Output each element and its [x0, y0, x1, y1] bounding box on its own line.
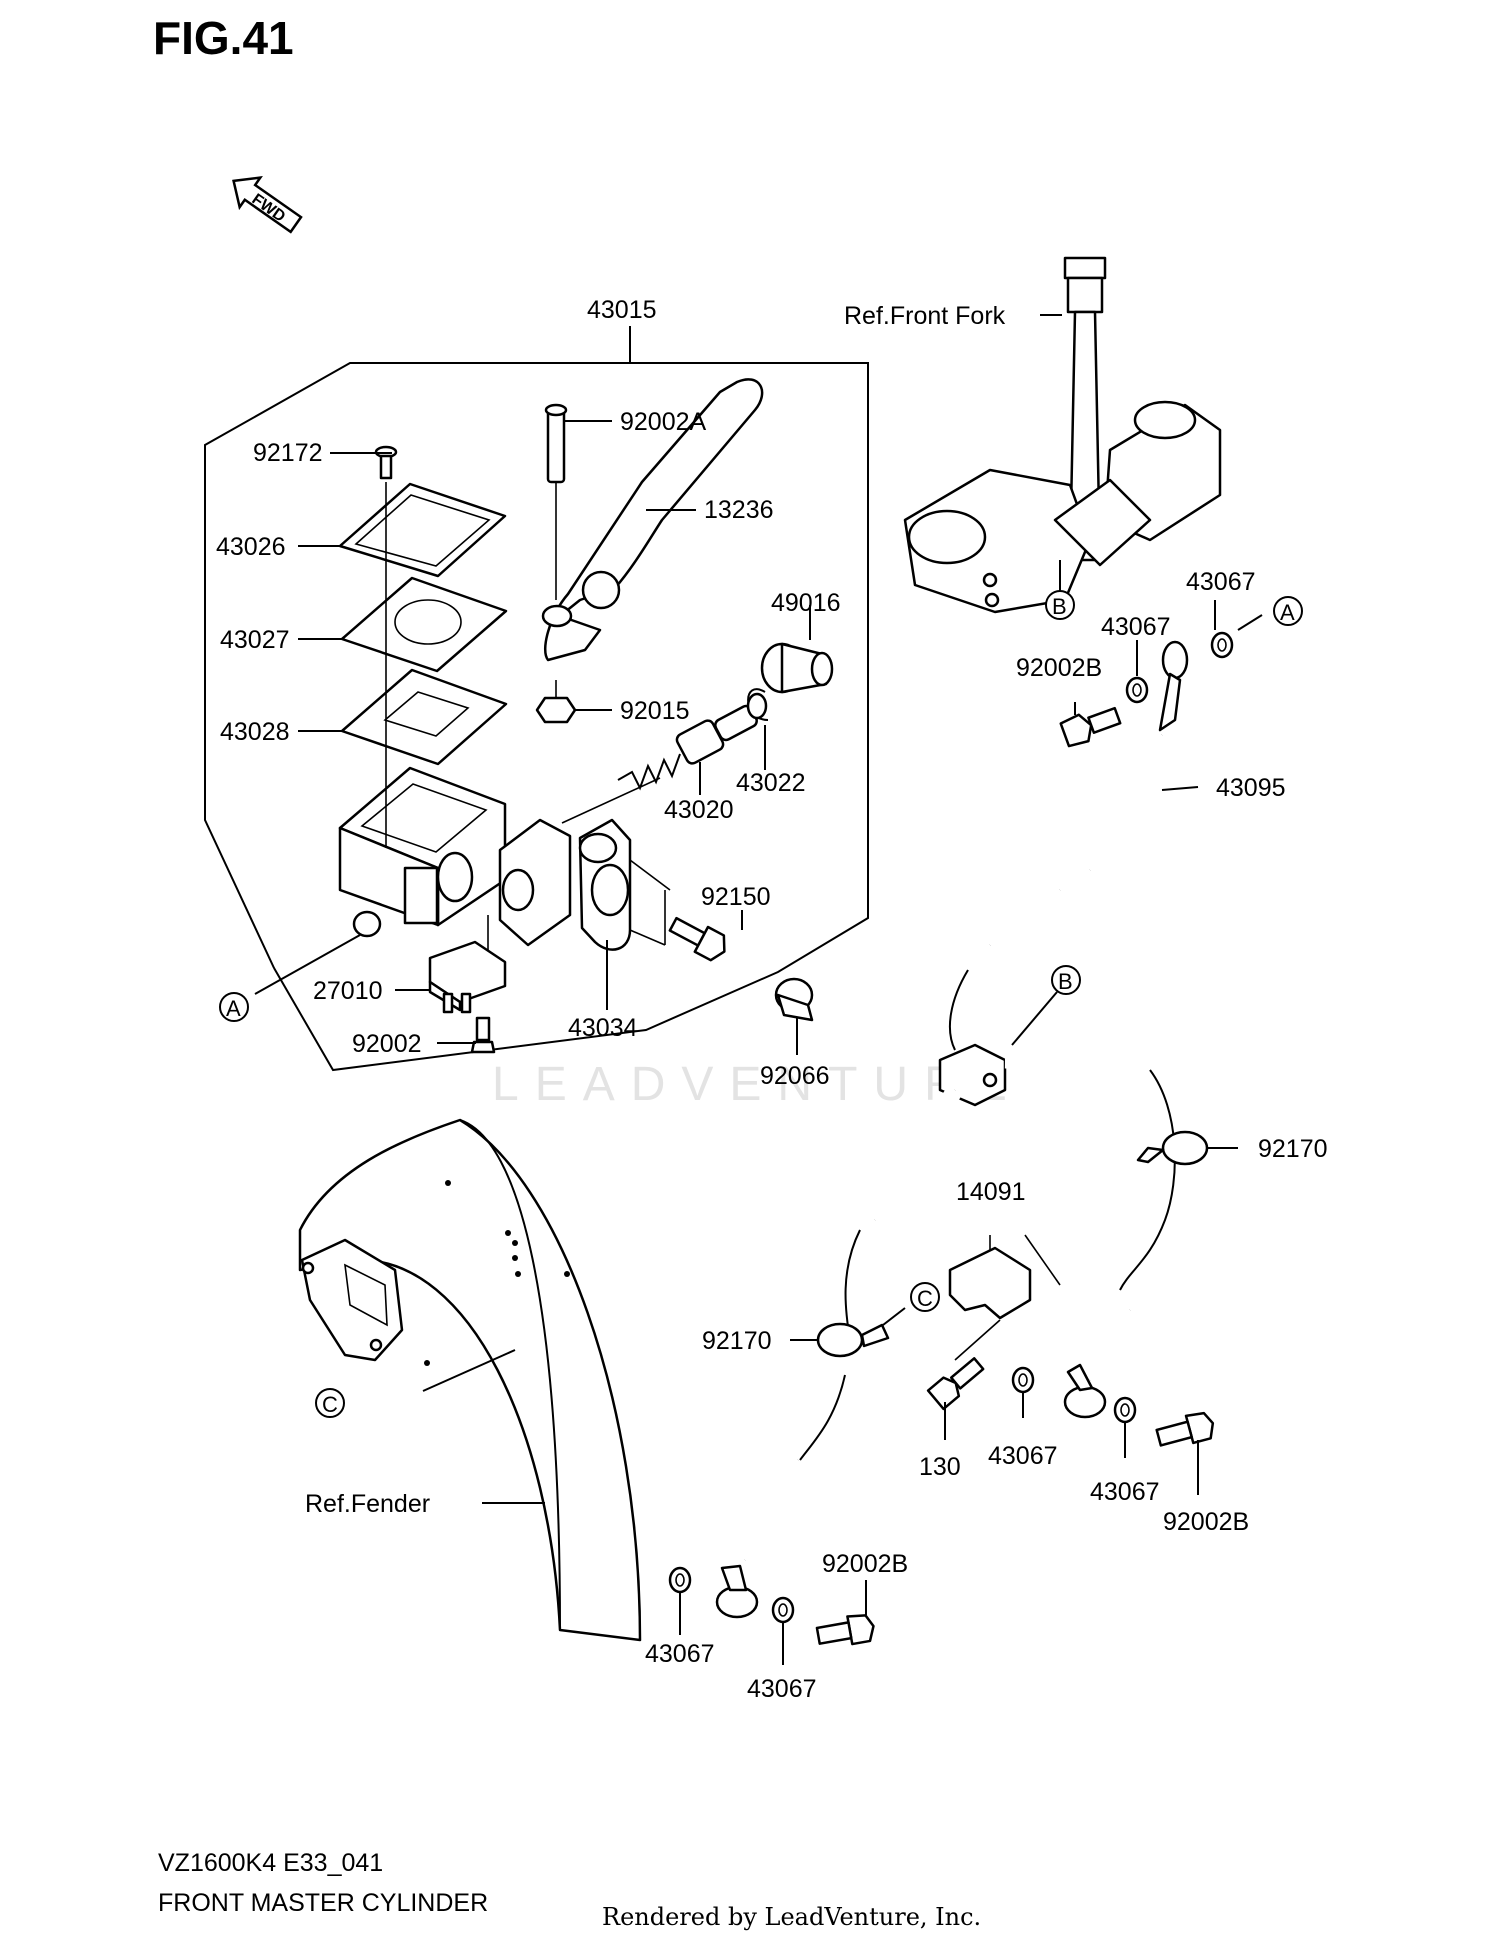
switch-screw	[470, 1016, 496, 1054]
label-43022: 43022	[736, 769, 806, 797]
label-43028: 43028	[220, 718, 290, 746]
label-92002B-a: 92002B	[1016, 654, 1102, 682]
assembly-outline	[204, 362, 869, 1072]
label-43034: 43034	[568, 1014, 638, 1042]
label-43027: 43027	[220, 626, 290, 654]
label-14091: 14091	[956, 1178, 1026, 1206]
front-fender	[298, 1118, 642, 1642]
clamp-bolt	[668, 916, 726, 962]
hose-bracket	[948, 1246, 1032, 1320]
label-92002B-c: 92002B	[822, 1550, 908, 1578]
rendered-by: Rendered by LeadVenture, Inc.	[602, 1903, 981, 1931]
pivot-bolt	[544, 403, 568, 484]
label-92066: 92066	[760, 1062, 830, 1090]
label-ref-front-fork: Ref.Front Fork	[844, 302, 1006, 330]
steering-stem	[903, 256, 1222, 614]
label-92172: 92172	[253, 439, 323, 467]
hose-clamp-right	[1136, 1130, 1209, 1166]
master-cylinder-body	[338, 766, 572, 947]
label-92150: 92150	[701, 883, 771, 911]
label-92170-a: 92170	[1258, 1135, 1328, 1163]
svg-text:B: B	[1052, 594, 1067, 619]
dust-boot	[760, 642, 834, 694]
marker-b-mid: B	[1051, 965, 1081, 995]
label-49016: 49016	[771, 589, 841, 617]
svg-text:C: C	[917, 1286, 933, 1311]
section-title: FRONT MASTER CYLINDER	[158, 1889, 488, 1917]
washer-1	[1125, 676, 1149, 704]
brake-light-switch	[428, 940, 507, 1014]
label-130: 130	[919, 1453, 961, 1481]
washer-4	[1113, 1396, 1137, 1424]
label-43095: 43095	[1216, 774, 1286, 802]
upper-brake-hose	[948, 732, 1171, 1051]
brake-lever	[541, 378, 764, 662]
pivot-nut	[535, 696, 577, 724]
upper-banjo-fitting	[1158, 640, 1189, 732]
marker-a-right: A	[1273, 596, 1303, 626]
banjo-bolt-3	[815, 1614, 875, 1646]
fwd-arrow-icon: FWD	[232, 176, 303, 234]
diaphragm	[340, 668, 508, 766]
banjo-bolt-1	[1059, 706, 1122, 748]
banjo-bolt-2	[1155, 1411, 1215, 1447]
lower-left-banjo	[715, 1564, 759, 1619]
label-ref-fender: Ref.Fender	[305, 1490, 430, 1518]
marker-c-hose: C	[910, 1282, 940, 1312]
label-92002B-b: 92002B	[1163, 1508, 1249, 1536]
hose-joint	[938, 1043, 1007, 1107]
label-92015: 92015	[620, 697, 690, 725]
marker-a-left: A	[219, 992, 249, 1022]
washer-3	[1011, 1366, 1035, 1394]
label-13236: 13236	[704, 496, 774, 524]
label-43067-f: 43067	[747, 1675, 817, 1703]
label-92002: 92002	[352, 1030, 422, 1058]
bracket-bolt	[926, 1357, 985, 1411]
marker-b-top: B	[1045, 590, 1075, 620]
washer-6	[771, 1596, 795, 1624]
reservoir-screw	[374, 445, 398, 480]
svg-text:A: A	[1280, 600, 1295, 625]
model-code: VZ1600K4 E33_041	[158, 1849, 383, 1877]
label-43067-a: 43067	[1186, 568, 1256, 596]
label-43015: 43015	[587, 296, 657, 324]
diaphragm-plate	[340, 576, 508, 673]
lower-right-banjo	[1063, 1363, 1107, 1419]
washer-2	[1210, 631, 1234, 659]
label-43067-e: 43067	[645, 1640, 715, 1668]
fender-bracket	[300, 1238, 404, 1362]
piston-assembly	[617, 692, 768, 791]
label-43067-b: 43067	[1101, 613, 1171, 641]
right-brake-hose	[1004, 1051, 1176, 1385]
handlebar-clamp	[578, 818, 632, 951]
label-92002A: 92002A	[620, 408, 707, 436]
figure-title: FIG.41	[153, 12, 294, 64]
cap	[774, 977, 814, 1022]
washer-5	[668, 1566, 692, 1594]
svg-text:B: B	[1058, 969, 1073, 994]
label-43067-c: 43067	[988, 1442, 1058, 1470]
label-43020: 43020	[664, 796, 734, 824]
marker-c-fender: C	[315, 1388, 345, 1418]
svg-text:A: A	[226, 996, 241, 1021]
svg-text:C: C	[322, 1392, 338, 1417]
label-27010: 27010	[313, 977, 383, 1005]
watermark: LEADVENTURE	[492, 1058, 1023, 1111]
label-43026: 43026	[216, 533, 286, 561]
hose-clamp-left	[816, 1322, 890, 1358]
label-92170-b: 92170	[702, 1327, 772, 1355]
label-43067-d: 43067	[1090, 1478, 1160, 1506]
